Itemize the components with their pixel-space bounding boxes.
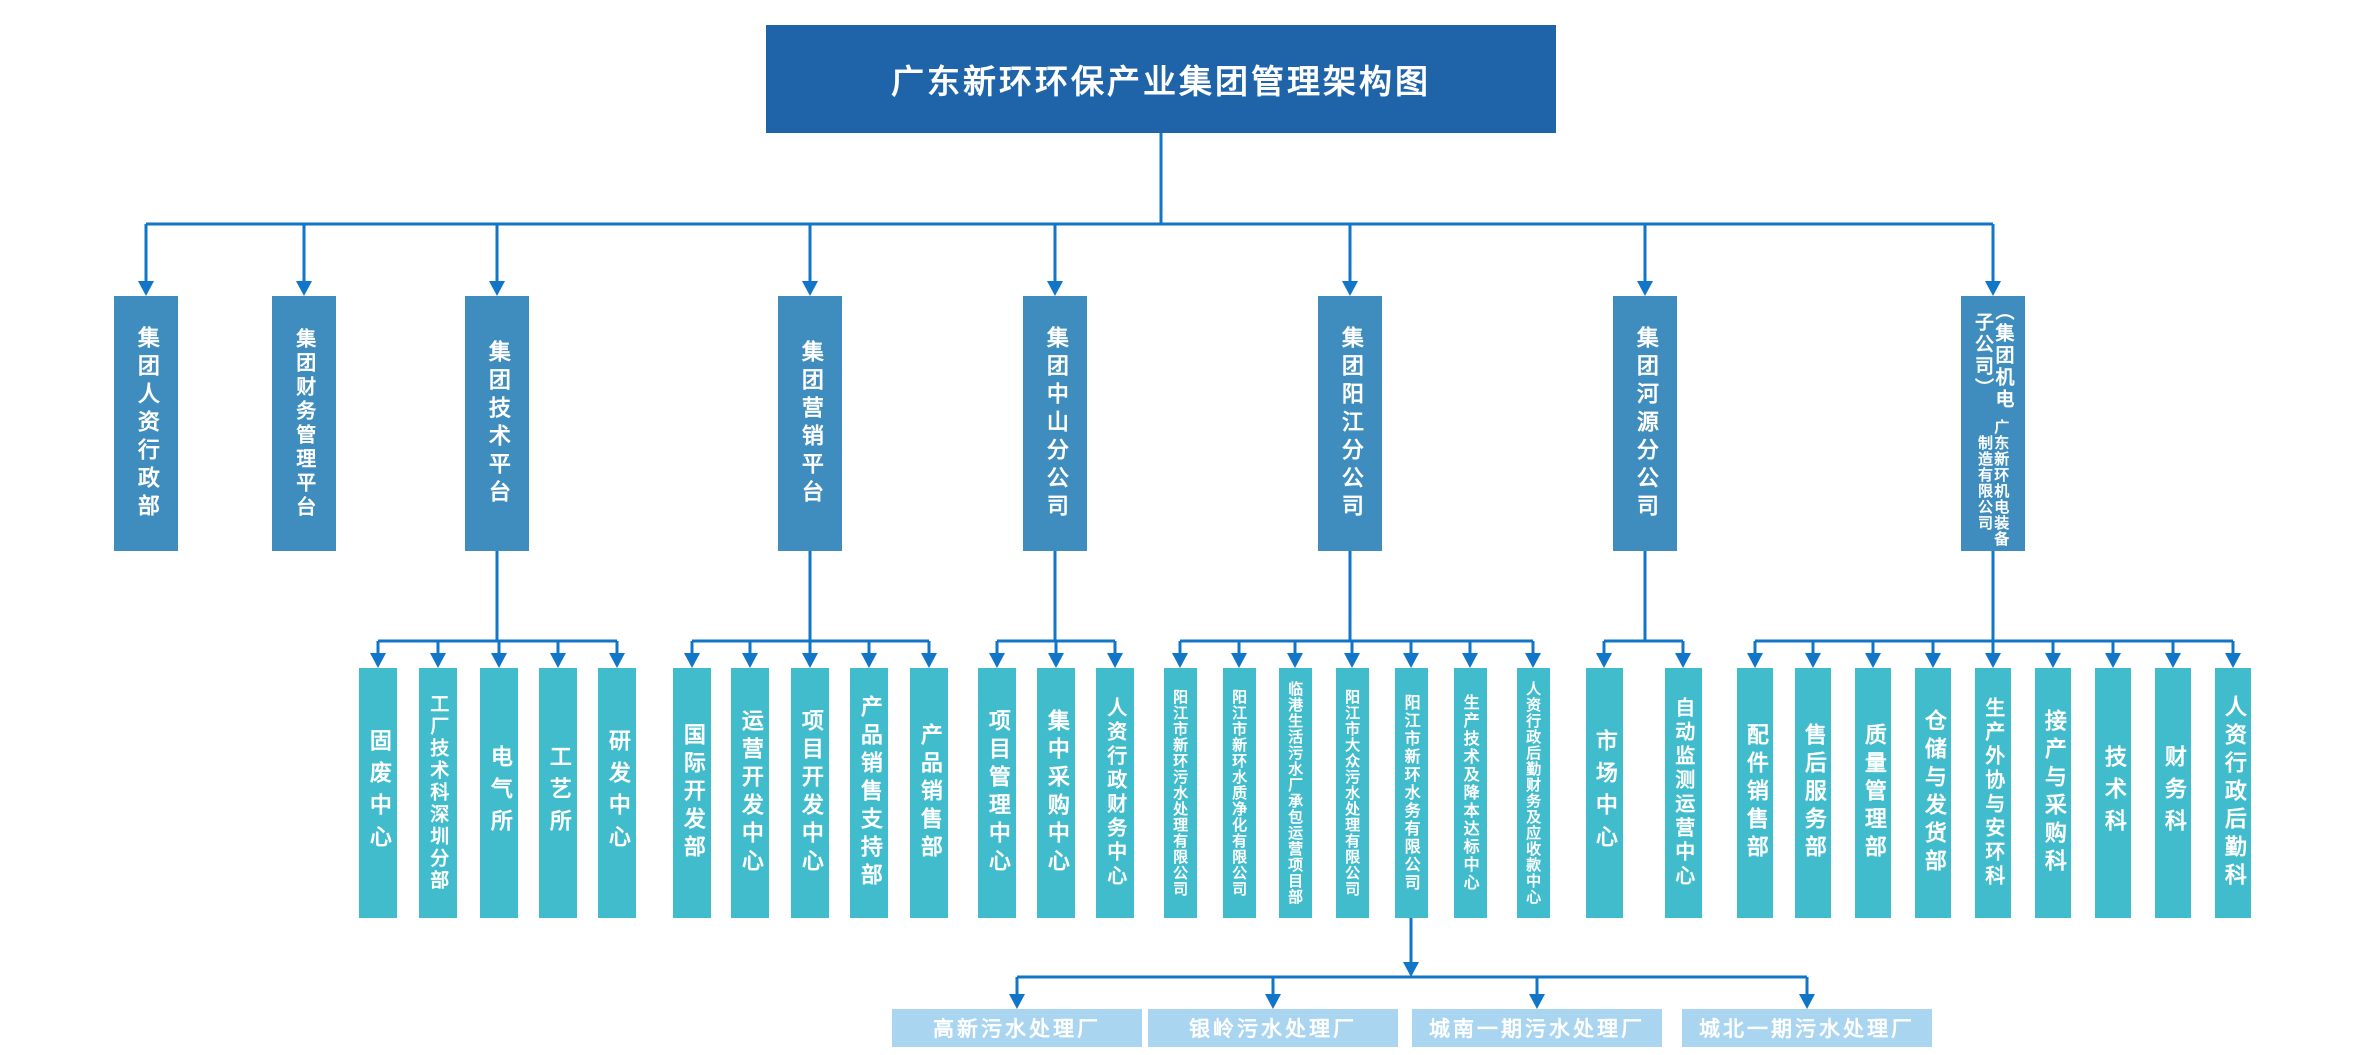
org-box-label: 集团中山分公司 xyxy=(1042,325,1068,522)
org-box-label: 质量管理部 xyxy=(1860,723,1886,863)
level3-box: 阳江市新环污水处理有限公司 xyxy=(1163,668,1197,918)
level3-box: 阳江市新环水质净化有限公司 xyxy=(1222,668,1256,918)
org-box-label: 财务科 xyxy=(2160,745,2186,841)
level2-box: 集团营销平台 xyxy=(778,296,842,551)
org-box-label: 集团河源分公司 xyxy=(1632,325,1658,522)
org-box-label: 临港生活污水厂承包运营项目部 xyxy=(1286,681,1305,905)
level3-box: 固废中心 xyxy=(359,668,397,918)
level3-box: 工厂技术科深圳分部 xyxy=(419,668,457,918)
level3-box: 质量管理部 xyxy=(1855,668,1891,918)
org-box-label: 集团人资行政部 xyxy=(133,325,159,522)
level3-box: 接产与采购科 xyxy=(2035,668,2071,918)
level3-box: 人资行政财务中心 xyxy=(1096,668,1134,918)
plant-box: 城南一期污水处理厂 xyxy=(1412,1009,1662,1047)
org-box-label: 集团营销平台 xyxy=(797,339,823,508)
level3-box: 仓储与发货部 xyxy=(1915,668,1951,918)
level3-box: 配件销售部 xyxy=(1737,668,1773,918)
org-box-label: 集团财务管理平台 xyxy=(292,327,317,520)
org-box-label: 技术科 xyxy=(2100,745,2126,841)
level3-box: 市场中心 xyxy=(1585,668,1623,918)
org-box-label: 售后服务部 xyxy=(1800,723,1826,863)
level2-box: 集团人资行政部 xyxy=(114,296,178,551)
org-box-label: 广东新环机电装备制造有限公司 xyxy=(1976,419,2011,548)
org-box-label: 阳江市新环水质净化有限公司 xyxy=(1230,689,1249,897)
level3-box: 产品销售部 xyxy=(910,668,948,918)
org-box-label: 人资行政财务中心 xyxy=(1103,697,1128,889)
org-box-label: 工厂技术科深圳分部 xyxy=(427,694,450,892)
level3-box: 财务科 xyxy=(2155,668,2191,918)
level2-box: 集团中山分公司 xyxy=(1023,296,1087,551)
level3-box: 阳江市新环水务有限公司 xyxy=(1394,668,1428,918)
level2-box: 广东新环机电装备制造有限公司 （集团机电子公司） xyxy=(1961,296,2025,551)
org-box-label: 固废中心 xyxy=(365,729,391,857)
level3-box: 产品销售支持部 xyxy=(850,668,888,918)
org-box-label: 阳江市新环污水处理有限公司 xyxy=(1171,689,1190,897)
org-box-label: 人资行政后勤科 xyxy=(2220,695,2246,891)
level3-box: 集中采购中心 xyxy=(1037,668,1075,918)
level3-box: 售后服务部 xyxy=(1795,668,1831,918)
level2-box: 集团阳江分公司 xyxy=(1318,296,1382,551)
org-box-label: 产品销售支持部 xyxy=(856,695,882,891)
org-box-label: 自动监测运营中心 xyxy=(1671,697,1696,889)
org-box-label: 阳江市大众污水处理有限公司 xyxy=(1343,689,1362,897)
chart-title: 广东新环环保产业集团管理架构图 xyxy=(766,25,1556,133)
org-box-label: 国际开发部 xyxy=(679,723,705,863)
org-box-label: 人资行政后勤财务及应收款中心 xyxy=(1524,681,1543,905)
org-box-label: 配件销售部 xyxy=(1742,723,1768,863)
level3-box: 技术科 xyxy=(2095,668,2131,918)
plant-box: 城北一期污水处理厂 xyxy=(1682,1009,1932,1047)
level3-box: 人资行政后勤财务及应收款中心 xyxy=(1516,668,1550,918)
org-box-label: 电气所 xyxy=(486,745,512,841)
level2-box: 集团技术平台 xyxy=(465,296,529,551)
level3-box: 项目开发中心 xyxy=(791,668,829,918)
level2-box: 集团河源分公司 xyxy=(1613,296,1677,551)
org-box-label: 集团技术平台 xyxy=(484,339,510,508)
org-box-label: 项目开发中心 xyxy=(797,709,823,877)
plant-box: 银岭污水处理厂 xyxy=(1148,1009,1398,1047)
level2-box: 集团财务管理平台 xyxy=(272,296,336,551)
org-box-label: 研发中心 xyxy=(604,729,630,857)
org-box-label: （集团机电子公司） xyxy=(1972,300,2015,411)
level3-box: 临港生活污水厂承包运营项目部 xyxy=(1278,668,1312,918)
level3-box: 电气所 xyxy=(480,668,518,918)
level3-box: 阳江市大众污水处理有限公司 xyxy=(1335,668,1369,918)
org-box-label: 产品销售部 xyxy=(916,723,942,863)
org-box-label: 接产与采购科 xyxy=(2040,709,2066,877)
level3-box: 生产外协与安环科 xyxy=(1975,668,2011,918)
level3-box: 研发中心 xyxy=(598,668,636,918)
org-box-label: 市场中心 xyxy=(1591,729,1617,857)
level3-box: 项目管理中心 xyxy=(978,668,1016,918)
level3-box: 工艺所 xyxy=(539,668,577,918)
level3-box: 生产技术及降本达标中心 xyxy=(1453,668,1487,918)
org-box-label: 运营开发中心 xyxy=(737,709,763,877)
plant-box: 高新污水处理厂 xyxy=(892,1009,1142,1047)
org-box-label: 工艺所 xyxy=(545,745,571,841)
level3-box: 运营开发中心 xyxy=(731,668,769,918)
org-box-label: 集团阳江分公司 xyxy=(1337,325,1363,522)
level3-box: 自动监测运营中心 xyxy=(1664,668,1702,918)
org-box-label: 生产外协与安环科 xyxy=(1981,697,2006,889)
org-box-label: 生产技术及降本达标中心 xyxy=(1460,694,1480,892)
org-box-label: 集中采购中心 xyxy=(1043,709,1069,877)
level3-box: 人资行政后勤科 xyxy=(2215,668,2251,918)
level3-box: 国际开发部 xyxy=(673,668,711,918)
org-box-label: 项目管理中心 xyxy=(984,709,1010,877)
org-box-label: 阳江市新环水务有限公司 xyxy=(1401,694,1421,892)
org-box-label: 仓储与发货部 xyxy=(1920,709,1946,877)
